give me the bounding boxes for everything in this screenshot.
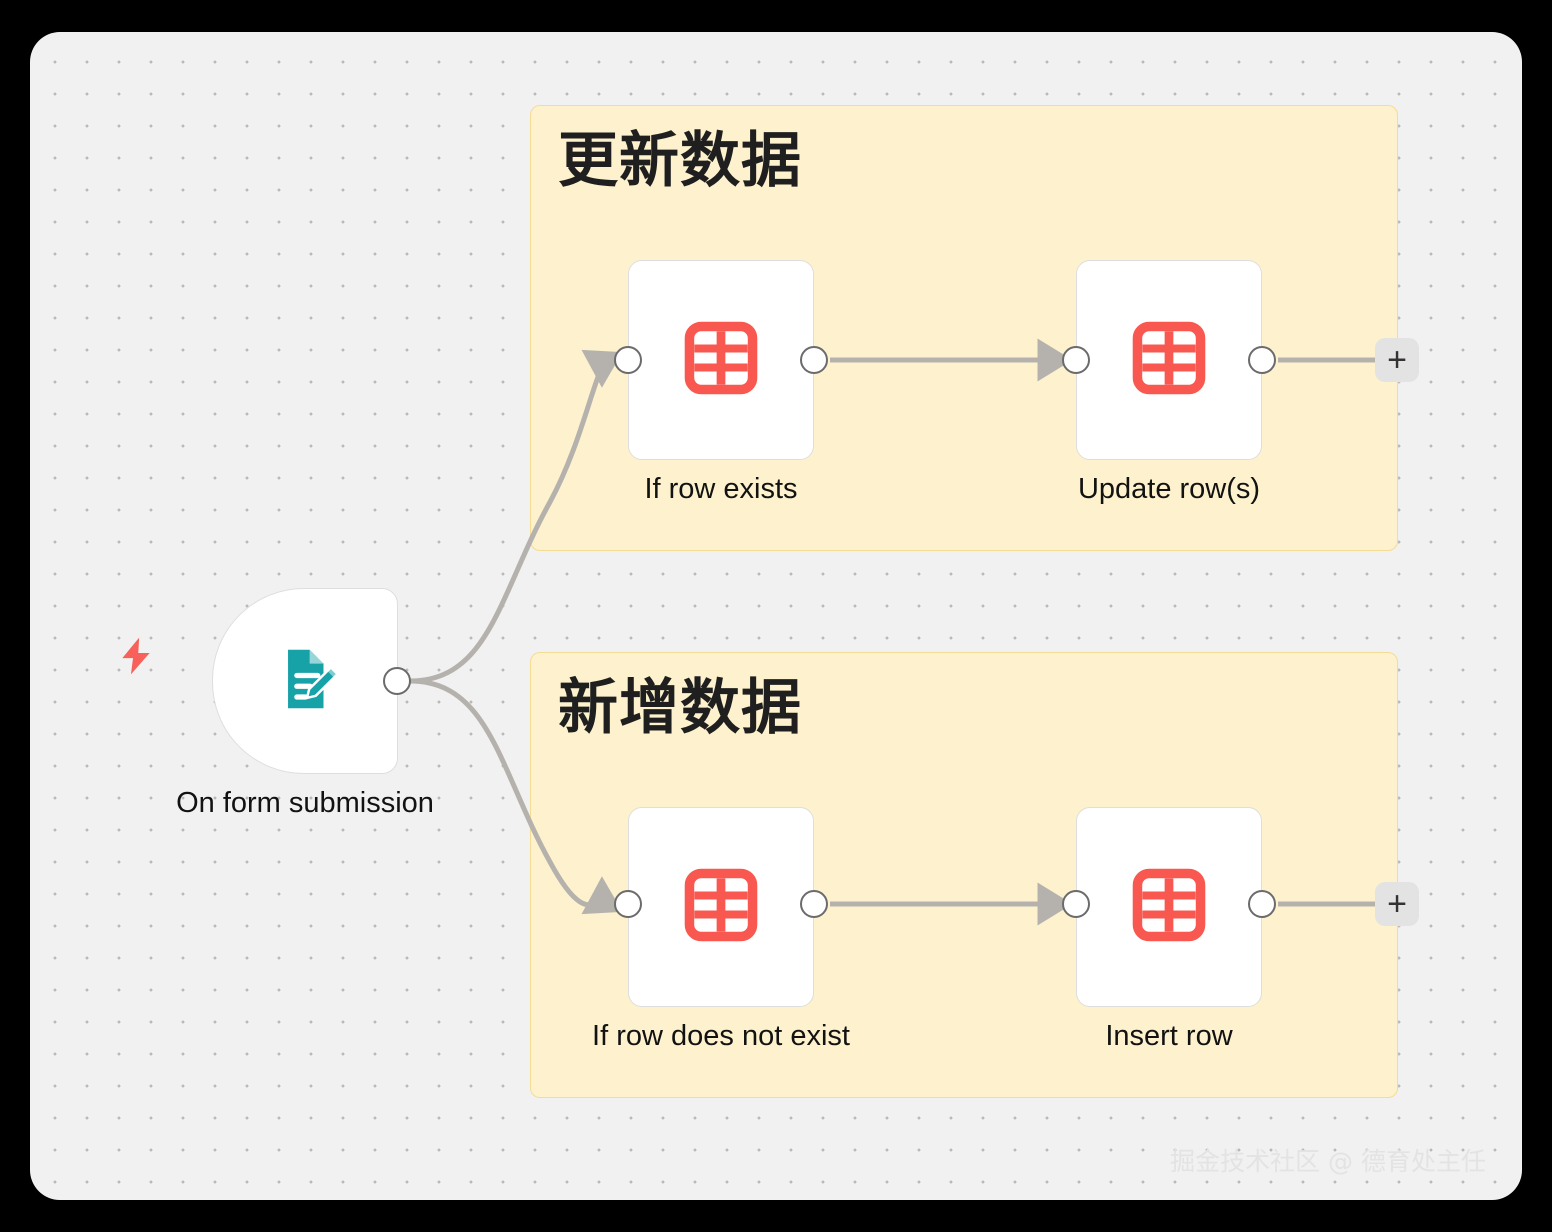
table-grid-icon [683, 867, 759, 948]
node-insert-row[interactable]: Insert row [1076, 807, 1262, 1052]
node-if-row-does-not-exist[interactable]: If row does not exist [592, 807, 850, 1052]
node-on-form-submission[interactable]: On form submission [176, 588, 434, 819]
node-update-rows[interactable]: Update row(s) [1076, 260, 1262, 505]
node-if-row-exists[interactable]: If row exists [628, 260, 814, 505]
node-label: On form submission [176, 787, 434, 819]
workflow-canvas[interactable]: 更新数据 新增数据 [30, 32, 1522, 1200]
lightning-bolt-icon [115, 632, 157, 680]
sticky-note-title: 更新数据 [558, 126, 802, 196]
watermark: 掘金技术社区 @ 德育处主任 [1170, 1147, 1486, 1176]
node-label: If row exists [644, 473, 798, 505]
table-grid-icon [1131, 867, 1207, 948]
if-row-not-exists-input-endpoint[interactable] [614, 890, 642, 918]
table-grid-icon [683, 320, 759, 401]
update-rows-input-endpoint[interactable] [1062, 346, 1090, 374]
insert-row-input-endpoint[interactable] [1062, 890, 1090, 918]
add-node-button-insert[interactable]: + [1375, 882, 1419, 926]
node-label: If row does not exist [592, 1020, 850, 1052]
sticky-note-title: 新增数据 [558, 673, 802, 743]
node-label: Insert row [1105, 1020, 1233, 1052]
add-node-button-update[interactable]: + [1375, 338, 1419, 382]
if-row-exists-input-endpoint[interactable] [614, 346, 642, 374]
trigger-output-endpoint[interactable] [383, 667, 411, 695]
if-row-not-exists-output-endpoint[interactable] [800, 890, 828, 918]
update-rows-output-endpoint[interactable] [1248, 346, 1276, 374]
node-label: Update row(s) [1077, 473, 1261, 505]
form-pencil-icon [268, 642, 342, 721]
table-grid-icon [1131, 320, 1207, 401]
if-row-exists-output-endpoint[interactable] [800, 346, 828, 374]
insert-row-output-endpoint[interactable] [1248, 890, 1276, 918]
